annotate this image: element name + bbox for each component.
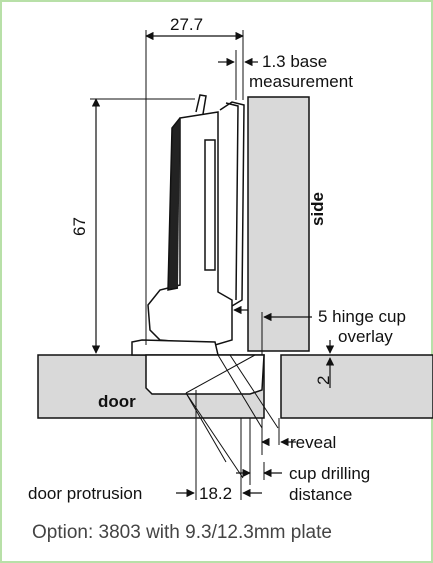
- dim-width-label: 27.7: [170, 15, 203, 34]
- side-stub-panel: [280, 354, 433, 419]
- hinge-arm: [131, 94, 245, 356]
- base-measurement-label-2: measurement: [249, 72, 353, 91]
- construction-lines: [185, 354, 280, 500]
- cup-drilling-label-2: distance: [289, 485, 352, 504]
- reveal-label: reveal: [290, 433, 336, 452]
- cup-overlay-label-2: overlay: [338, 327, 393, 346]
- cup-drilling-label-1: cup drilling: [289, 464, 370, 483]
- base-measurement-label-1: 1.3 base: [262, 52, 327, 71]
- cup-overlay-label-1: 5 hinge cup: [318, 307, 406, 326]
- protrusion-value-label: 18.2: [199, 484, 232, 503]
- door-protrusion-label: door protrusion: [28, 484, 142, 503]
- dim-height-label: 67: [70, 217, 89, 236]
- door-label: door: [98, 392, 136, 411]
- side-label: side: [308, 192, 327, 226]
- gap-label: 2: [314, 376, 333, 385]
- option-caption: Option: 3803 with 9.3/12.3mm plate: [32, 522, 332, 543]
- side-panel: [247, 96, 310, 352]
- hinge-cup: [145, 354, 265, 395]
